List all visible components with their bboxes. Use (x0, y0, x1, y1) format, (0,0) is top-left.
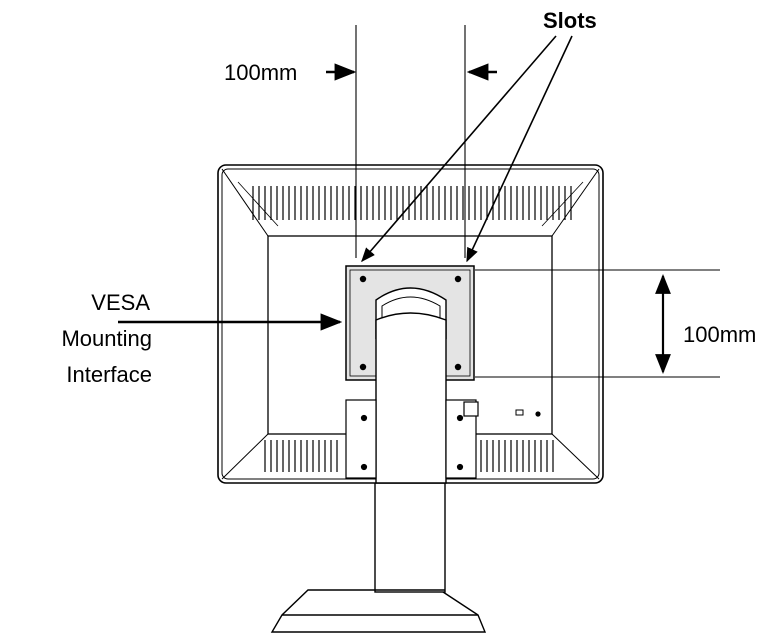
top-dimension-label: 100mm (224, 60, 297, 85)
side-dimension-label: 100mm (683, 322, 756, 347)
stand-column (374, 469, 446, 593)
bottom-left-vent-grille (262, 440, 342, 472)
mount-screws (359, 275, 462, 371)
port-icon (515, 409, 524, 416)
stand-neck (375, 312, 447, 484)
slots-pointer-arrows (361, 35, 573, 263)
vesa-label-line2: Mounting (61, 326, 152, 351)
vesa-label: VESA Mounting Interface (61, 290, 152, 387)
side-dimension-guides (475, 269, 720, 378)
slots-label: Slots (543, 8, 597, 33)
vesa-label-line3: Interface (66, 362, 152, 387)
bottom-right-vent-grille (478, 440, 558, 472)
lock-icon (535, 411, 541, 417)
stand-base (270, 589, 487, 633)
vesa-label-line1: VESA (91, 290, 150, 315)
top-vent-grille (248, 186, 573, 220)
rear-bracket (345, 399, 479, 479)
